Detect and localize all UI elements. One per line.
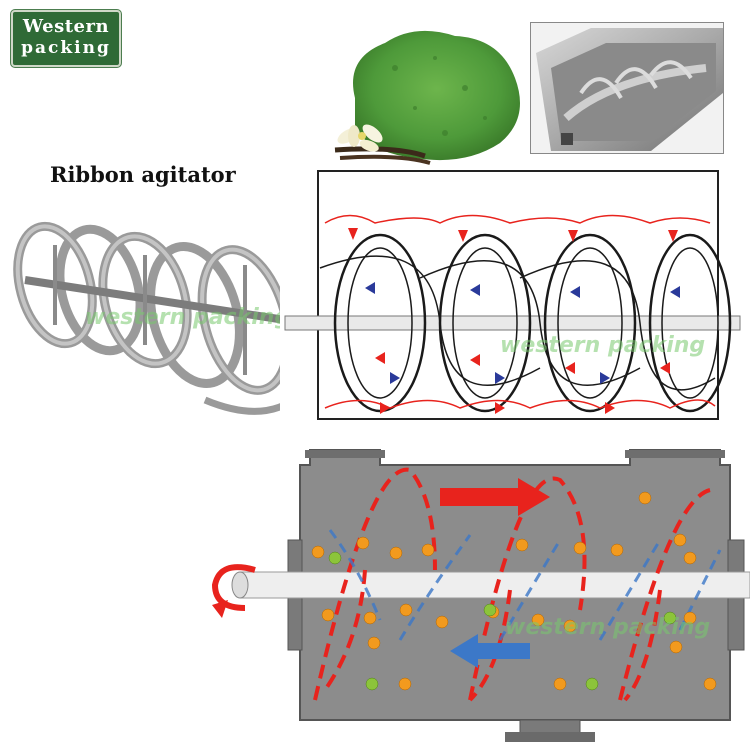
mixer-cross-section-diagram [211, 449, 750, 742]
watermark-2: western packing [500, 333, 706, 358]
ribbon-agitator-drawing [13, 221, 303, 415]
rotation-arrow-icon [211, 564, 256, 618]
right-flow-arrow-icon [440, 478, 550, 516]
mixer-machine-photo [530, 22, 724, 154]
brand-logo: Western packing [11, 10, 121, 67]
ribbon-agitator-title: Ribbon agitator [50, 162, 236, 187]
watermark-3: western packing [505, 615, 711, 640]
watermark-1: western packing [85, 305, 291, 330]
logo-line-1: Western [22, 16, 110, 37]
left-flow-arrow-icon [450, 634, 530, 668]
logo-line-2: packing [21, 38, 111, 58]
ribbon-flow-schematic [280, 168, 745, 423]
green-powder-photo [334, 30, 520, 165]
